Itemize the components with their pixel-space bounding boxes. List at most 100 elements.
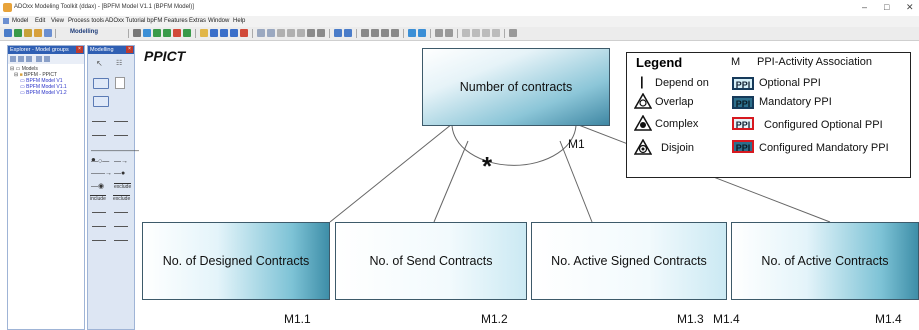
tool-icon[interactable] <box>163 29 171 37</box>
tree-root[interactable]: ⊟ ▭ Models <box>10 66 38 72</box>
tool-icon[interactable] <box>472 29 480 37</box>
line-tool-icon[interactable] <box>114 240 128 241</box>
tool-icon[interactable] <box>418 29 426 37</box>
root-ppi-node[interactable]: Number of contracts <box>422 48 610 126</box>
tool-icon[interactable] <box>44 56 50 62</box>
tree-item[interactable]: ▭ BPFM Model V1.2 <box>20 90 67 96</box>
tool-icon[interactable] <box>344 29 352 37</box>
depend-icon: | <box>640 74 644 89</box>
disjoin-tool-icon[interactable]: —◉ <box>91 183 105 190</box>
connector-tool-icon[interactable] <box>114 135 128 136</box>
tool-icon[interactable] <box>408 29 416 37</box>
tool-icon[interactable] <box>334 29 342 37</box>
tool-icon[interactable] <box>153 29 161 37</box>
find-icon[interactable] <box>307 29 315 37</box>
zoom-icon[interactable] <box>361 29 369 37</box>
close-button[interactable]: ✕ <box>906 2 914 12</box>
menu-edit[interactable]: Edit <box>35 18 46 24</box>
exclude-tool[interactable]: exclude <box>113 195 131 202</box>
mode-label[interactable]: Modelling <box>70 29 98 35</box>
tool-icon[interactable] <box>462 29 470 37</box>
menu-view[interactable]: View <box>51 18 64 24</box>
new-icon[interactable] <box>4 29 12 37</box>
child-ppi-node[interactable]: No. of Send Contracts <box>335 222 527 300</box>
menu-extras[interactable]: Extras <box>189 18 207 24</box>
close-explorer-icon[interactable]: × <box>76 46 83 53</box>
copy-icon[interactable] <box>287 29 295 37</box>
menu-window[interactable]: Window <box>208 18 230 24</box>
tool-icon[interactable] <box>240 29 248 37</box>
child-ppi-node[interactable]: No. Active Signed Contracts <box>531 222 727 300</box>
tool-icon[interactable] <box>183 29 191 37</box>
menu-bar: Model Edit View Process tools ADOxx Tuto… <box>0 16 919 27</box>
line-tool-icon[interactable] <box>92 240 106 241</box>
print-icon[interactable] <box>230 29 238 37</box>
child-ppi-node[interactable]: No. of Active Contracts <box>731 222 919 300</box>
include-tool[interactable]: include <box>90 195 106 202</box>
ppi-tool-icon[interactable] <box>93 96 109 107</box>
tree-root-label: Models <box>21 66 38 72</box>
tool-icon[interactable] <box>200 29 208 37</box>
redo-icon[interactable] <box>267 29 275 37</box>
save-all-icon[interactable] <box>220 29 228 37</box>
settings-icon[interactable] <box>24 29 32 37</box>
tool-icon[interactable] <box>381 29 389 37</box>
tool-icon[interactable] <box>371 29 379 37</box>
complex-tool-icon[interactable]: —● <box>114 170 126 177</box>
overlap-tool-icon[interactable]: —○— <box>91 158 110 165</box>
menu-adoxx-tutorial[interactable]: ADOxx Tutorial <box>105 18 146 24</box>
arrow-tool-icon[interactable]: ——→ <box>91 170 112 177</box>
paste-icon[interactable] <box>297 29 305 37</box>
line-tool-icon[interactable] <box>92 226 106 227</box>
tool-icon[interactable] <box>317 29 325 37</box>
tool-icon[interactable] <box>445 29 453 37</box>
tree-item[interactable]: ▭ BPFM Model V1 <box>20 78 63 84</box>
connector-line <box>329 123 453 223</box>
connector-tool-icon[interactable] <box>114 121 128 122</box>
connector-tool-icon[interactable] <box>92 121 106 122</box>
tool-icon[interactable] <box>133 29 141 37</box>
toolbar-separator <box>430 29 431 38</box>
undo-icon[interactable] <box>257 29 265 37</box>
grid-icon[interactable]: ☷ <box>116 60 123 67</box>
menu-help[interactable]: Help <box>233 18 246 24</box>
line-tool-icon[interactable] <box>92 212 106 213</box>
tool-icon[interactable] <box>482 29 490 37</box>
menu-process-tools[interactable]: Process tools <box>68 18 105 24</box>
close-modelling-icon[interactable]: × <box>126 46 133 53</box>
maximize-button[interactable]: □ <box>884 2 890 12</box>
tool-icon[interactable] <box>492 29 500 37</box>
model-icon[interactable] <box>44 29 52 37</box>
tool-icon[interactable] <box>26 56 32 62</box>
folder-icon[interactable] <box>34 29 42 37</box>
child-ppi-node[interactable]: No. of Designed Contracts <box>142 222 330 300</box>
pointer-icon[interactable]: ↖ <box>96 59 103 68</box>
tree-item[interactable]: ▭ BPFM Model V1.1 <box>20 84 67 90</box>
tool-icon[interactable] <box>143 29 151 37</box>
minimize-button[interactable]: – <box>862 2 868 12</box>
line-tool-icon[interactable] <box>114 226 128 227</box>
tool-icon[interactable] <box>509 29 517 37</box>
tool-icon[interactable] <box>173 29 181 37</box>
document-tool-icon[interactable] <box>115 77 125 89</box>
tree-group[interactable]: ⊟ ■ BPFM - PPICT <box>14 72 58 78</box>
cut-icon[interactable] <box>277 29 285 37</box>
tool-icon[interactable] <box>18 56 24 62</box>
save-icon[interactable] <box>210 29 218 37</box>
arrow-tool-icon[interactable]: —→ <box>114 158 128 165</box>
tool-icon[interactable] <box>36 56 42 62</box>
decomposition-symbol: * <box>482 151 493 181</box>
tool-icon[interactable] <box>10 56 16 62</box>
menu-bpfm-features[interactable]: bpFM Features <box>147 18 188 24</box>
menu-model[interactable]: Model <box>12 18 29 24</box>
complex-icon <box>634 115 652 131</box>
tool-icon[interactable] <box>391 29 399 37</box>
tool-icon[interactable] <box>435 29 443 37</box>
depend-tool-icon[interactable]: ——————● <box>91 146 139 164</box>
connector-tool-icon[interactable] <box>92 135 106 136</box>
exclude-tool[interactable]: exclude <box>114 183 132 190</box>
line-tool-icon[interactable] <box>114 212 128 213</box>
ppi-tool-icon[interactable] <box>93 78 109 89</box>
open-icon[interactable] <box>14 29 22 37</box>
title-bar: ADOxx Modeling Toolkit (ddax) - [BPFM Mo… <box>0 0 919 16</box>
